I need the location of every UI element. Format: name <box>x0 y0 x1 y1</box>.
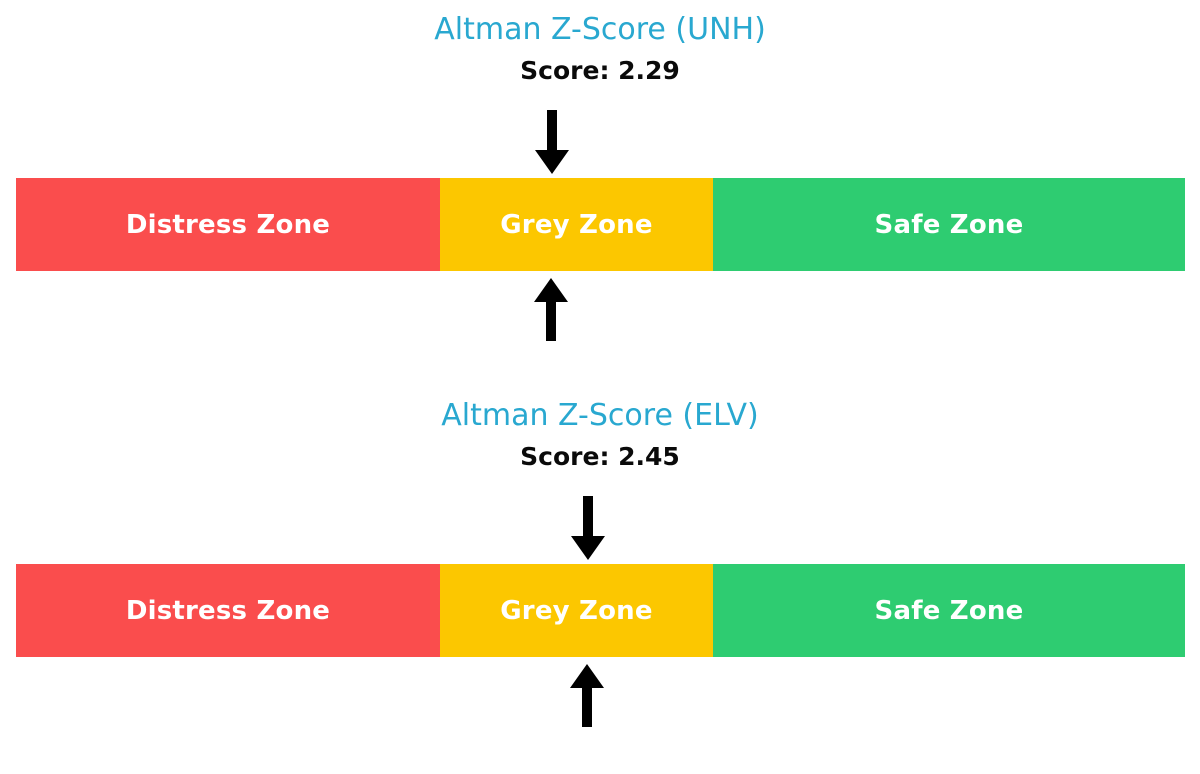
zone-safe-unh[interactable]: Safe Zone <box>713 178 1185 271</box>
zone-distress-unh[interactable]: Distress Zone <box>16 178 440 271</box>
chart-score-unh: Score: 2.29 <box>520 56 680 85</box>
zone-distress-elv[interactable]: Distress Zone <box>16 564 440 657</box>
chart-title-elv: Altman Z-Score (ELV) <box>441 398 759 433</box>
zone-label-safe-elv: Safe Zone <box>874 595 1024 626</box>
zone-label-distress-elv: Distress Zone <box>125 595 331 626</box>
zone-label-distress-unh: Distress Zone <box>125 209 331 240</box>
down-arrow-icon-unh <box>530 110 574 176</box>
chart-score-elv: Score: 2.45 <box>520 442 680 471</box>
zone-safe-elv[interactable]: Safe Zone <box>713 564 1185 657</box>
z-score-chart-unh: Altman Z-Score (UNH) Score: 2.29 Distres… <box>0 0 1200 360</box>
up-arrow-icon-elv <box>565 663 609 729</box>
chart-title-unh: Altman Z-Score (UNH) <box>434 12 766 47</box>
zone-bar-elv: Distress Zone Grey Zone Safe Zone <box>16 564 1185 657</box>
zone-label-grey-elv: Grey Zone <box>500 595 653 626</box>
zone-label-grey-unh: Grey Zone <box>500 209 653 240</box>
up-arrow-icon-unh <box>529 277 573 343</box>
zone-bar-unh: Distress Zone Grey Zone Safe Zone <box>16 178 1185 271</box>
zone-grey-elv[interactable]: Grey Zone <box>440 564 713 657</box>
down-arrow-icon-elv <box>566 496 610 562</box>
z-score-chart-elv: Altman Z-Score (ELV) Score: 2.45 Distres… <box>0 386 1200 746</box>
zone-label-safe-unh: Safe Zone <box>874 209 1024 240</box>
zone-grey-unh[interactable]: Grey Zone <box>440 178 713 271</box>
